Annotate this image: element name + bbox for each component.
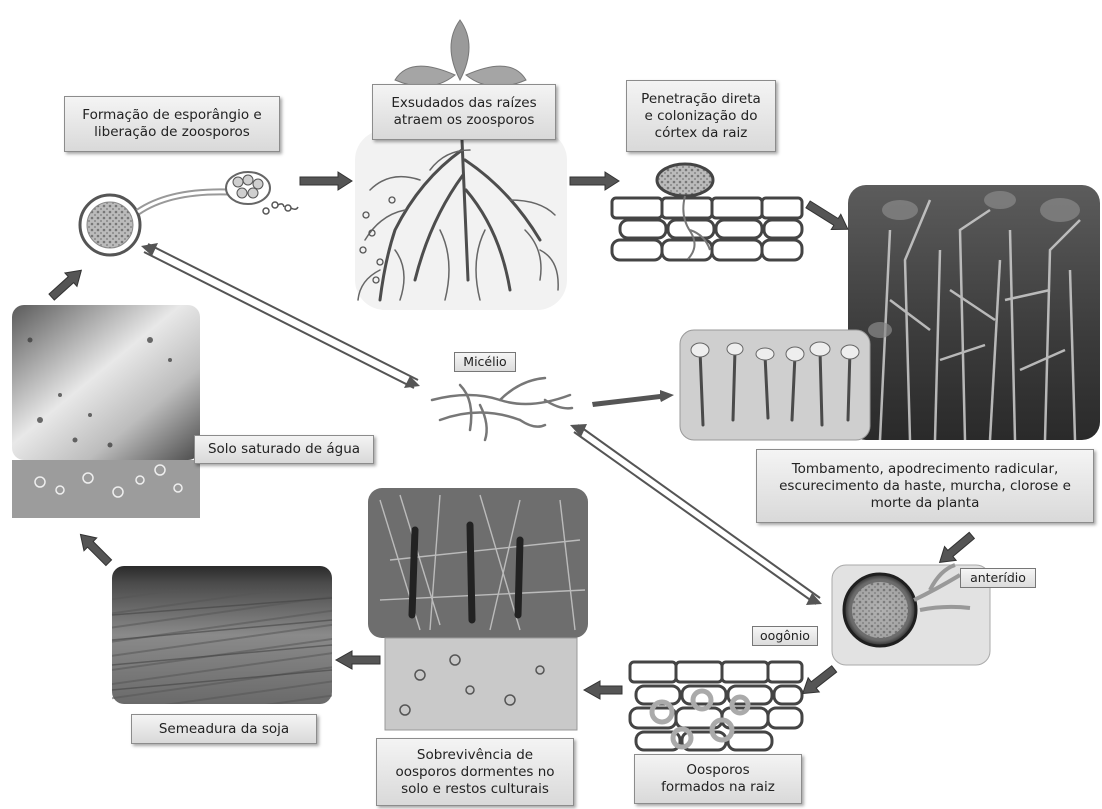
- diseased-plants-photo: [848, 185, 1100, 440]
- callout-antheridium: anterídio: [960, 568, 1036, 588]
- label-sporangium-formation: Formação de esporângio e liberação de zo…: [64, 96, 280, 152]
- label-soybean-sowing: Semeadura da soja: [131, 714, 317, 744]
- seedlings-photo: [680, 330, 870, 440]
- crop-residue-photo: [368, 488, 588, 730]
- callout-oogonium: oogônio: [752, 626, 818, 646]
- mycelium-illustration: [432, 378, 572, 440]
- label-direct-penetration: Penetração direta e colonização do córte…: [626, 80, 776, 152]
- saturated-soil-photo: [12, 305, 200, 518]
- oospore-root-tissue-illustration: [630, 662, 802, 750]
- sporangium-illustration: [80, 172, 298, 255]
- label-symptoms: Tombamento, apodrecimento radicular, esc…: [756, 449, 1094, 523]
- soybean-roots-illustration: [355, 20, 567, 310]
- label-oospores-formed: Oosporos formados na raiz: [634, 754, 802, 804]
- label-oospore-survival: Sobrevivência de oosporos dormentes no s…: [376, 738, 574, 806]
- sown-field-photo: [112, 566, 332, 704]
- label-saturated-soil: Solo saturado de água: [194, 435, 374, 464]
- label-root-exudates: Exsudados das raízes atraem os zoosporos: [372, 84, 556, 140]
- callout-mycelium: Micélio: [454, 352, 516, 372]
- root-cortex-penetration-illustration: [612, 164, 802, 260]
